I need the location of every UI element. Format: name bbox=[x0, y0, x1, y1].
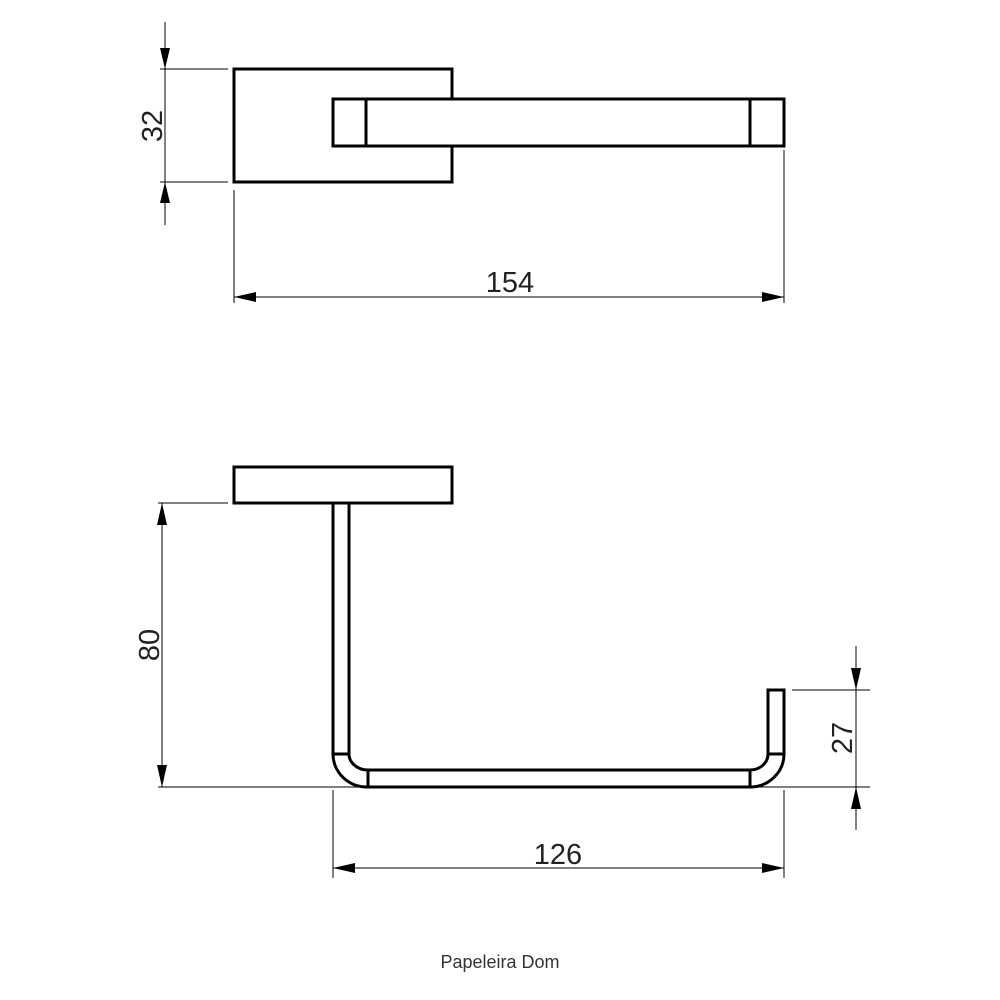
wall-plate-top bbox=[232, 67, 454, 184]
dimension-154: 154 bbox=[233, 150, 785, 303]
top-view: 32 154 bbox=[137, 22, 786, 303]
dimension-126: 126 bbox=[332, 790, 785, 878]
dimension-32: 32 bbox=[137, 22, 228, 225]
side-view: 80 27 126 bbox=[134, 465, 870, 878]
dim-label-27: 27 bbox=[827, 722, 859, 754]
dim-label-32: 32 bbox=[137, 110, 169, 142]
dim-label-80: 80 bbox=[134, 629, 166, 661]
arm-top bbox=[331, 97, 786, 148]
wall-plate-side bbox=[232, 465, 454, 505]
dim-label-154: 154 bbox=[486, 267, 534, 299]
holder-arm-side bbox=[331, 503, 786, 789]
dim-label-126: 126 bbox=[534, 839, 582, 871]
dimension-27: 27 bbox=[792, 646, 870, 830]
drawing-caption: Papeleira Dom bbox=[440, 952, 559, 972]
dimension-80: 80 bbox=[134, 502, 870, 788]
